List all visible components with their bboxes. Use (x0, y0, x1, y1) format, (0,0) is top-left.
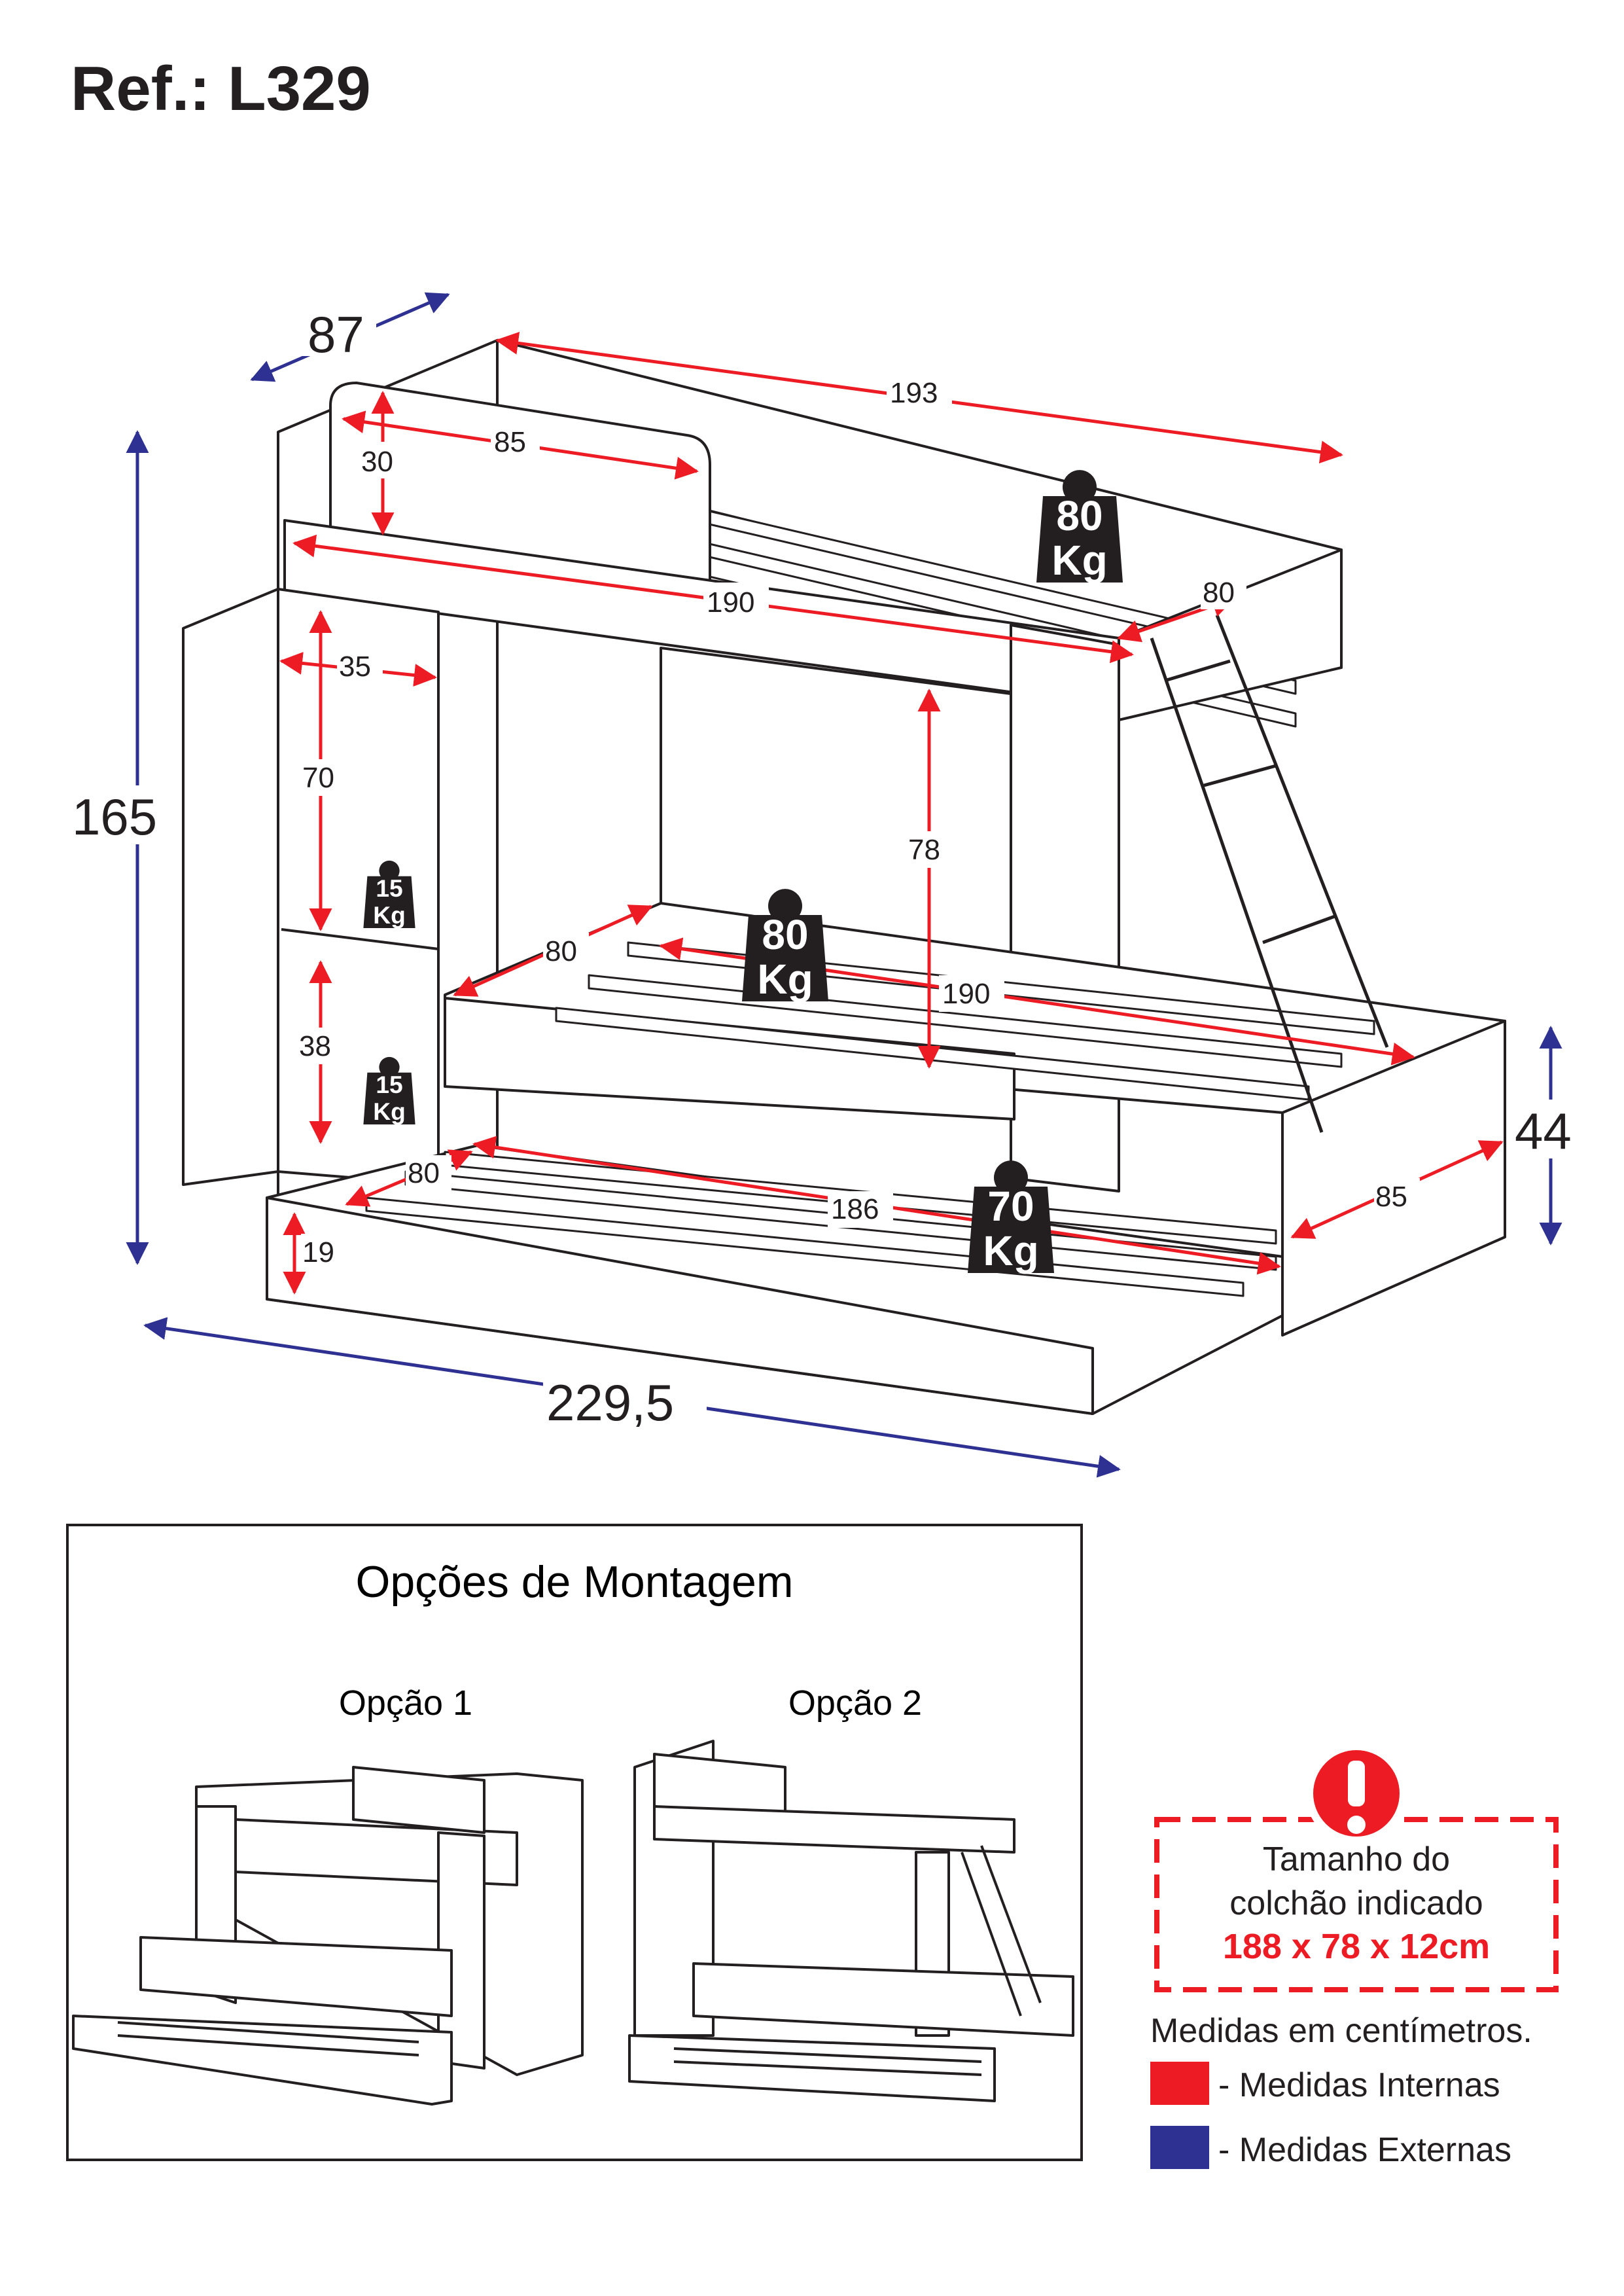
weight-unit: Kg (983, 1227, 1038, 1274)
depth-label: 87 (308, 306, 364, 363)
option-2-label: Opção 2 (788, 1683, 922, 1723)
under-top-clearance-label: 78 (908, 834, 940, 866)
front-post (1010, 624, 1120, 1193)
weight-value: 80 (762, 911, 808, 958)
shelf-width-label: 35 (339, 651, 371, 683)
trundle-height-label: 44 (1515, 1102, 1572, 1160)
option-2-illustration (628, 1740, 1074, 2102)
internal-legend-label: - Medidas Internas (1218, 2066, 1500, 2104)
top-bed-width-label: 80 (1203, 577, 1235, 609)
weight-badge-upper-shelf: 15 Kg (363, 860, 415, 929)
weight-value: 15 (376, 1071, 402, 1098)
headboard-width-label: 85 (494, 426, 526, 458)
cabinet-door (182, 588, 279, 1186)
assembly-title: Opções de Montagem (355, 1557, 793, 1607)
weight-unit: Kg (1051, 537, 1107, 584)
weight-badge-top-bed: 80 Kg (1036, 470, 1123, 584)
weight-badge-lower-bed: 80 Kg (742, 889, 828, 1003)
length-label: 229,5 (546, 1374, 674, 1431)
weight-unit: Kg (373, 1098, 406, 1125)
top-bed-length-label: 190 (707, 586, 754, 619)
upper-shelf-height-label: 70 (302, 762, 334, 794)
lower-shelf-height-label: 38 (299, 1030, 331, 1062)
external-dimension-labels: 87 165 229,5 44 (65, 302, 1597, 1431)
internal-color-swatch (1150, 2062, 1209, 2105)
mattress-notice: Tamanho do colchão indicado 188 x 78 x 1… (1154, 1742, 1559, 1992)
assembly-options-box (66, 1524, 1083, 2161)
notice-line-2: colchão indicado (1229, 1884, 1483, 1922)
weight-unit: Kg (757, 956, 813, 1003)
headboard-height-label: 30 (361, 446, 393, 478)
weight-value: 15 (376, 874, 402, 902)
external-color-swatch (1150, 2126, 1209, 2169)
external-legend-label: - Medidas Externas (1218, 2131, 1511, 2169)
top-length-label: 193 (890, 377, 938, 409)
option-1-label: Opção 1 (339, 1683, 472, 1723)
lower-bed-width-label: 80 (545, 935, 577, 967)
units-note: Medidas em centímetros. (1150, 2012, 1532, 2050)
weight-unit: Kg (373, 901, 406, 929)
weight-badge-lower-shelf: 15 Kg (363, 1056, 415, 1125)
weight-badge-trundle: 70 Kg (968, 1160, 1054, 1274)
notice-line-1: Tamanho do (1263, 1840, 1450, 1878)
side-module-depth-label: 85 (1375, 1181, 1407, 1213)
option-1-illustration (72, 1766, 584, 2106)
trundle-length-label: 186 (831, 1193, 879, 1225)
lower-bed-length-label: 190 (942, 978, 990, 1010)
trundle-side-height-label: 19 (302, 1236, 334, 1268)
height-label: 165 (72, 788, 157, 846)
weight-value: 70 (987, 1183, 1034, 1230)
weight-value: 80 (1056, 492, 1103, 539)
mattress-size: 188 x 78 x 12cm (1223, 1927, 1490, 1966)
trundle-width-label: 80 (408, 1157, 440, 1189)
reference-title: Ref.: L329 (71, 54, 371, 124)
internal-dimension-labels: 193 85 30 190 80 35 70 38 78 80 190 80 1… (298, 373, 1420, 1270)
legend: Medidas em centímetros. - Medidas Intern… (1150, 2012, 1532, 2169)
